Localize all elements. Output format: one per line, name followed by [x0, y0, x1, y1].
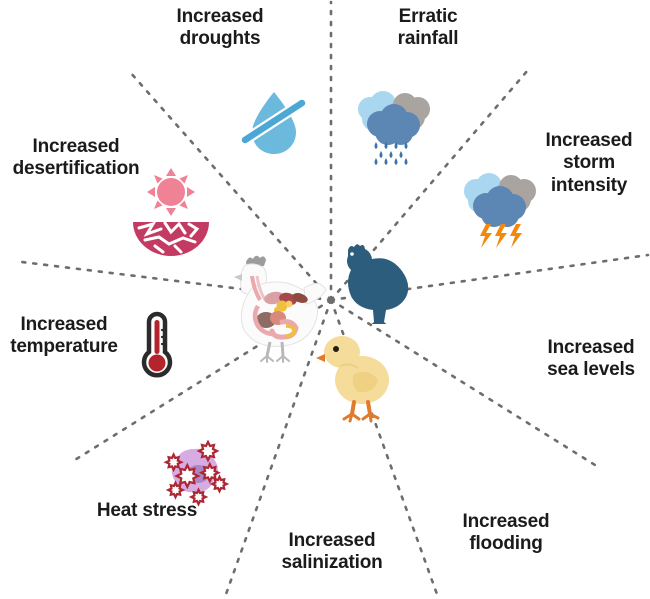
chick-illustration [316, 336, 389, 423]
spoke-bottom-left [223, 298, 333, 599]
stressed-cell-icon [163, 439, 230, 507]
label-salinization: Increased salinization [281, 530, 383, 574]
label-temperature: Increased temperature [10, 314, 118, 358]
desert-sun-icon [133, 168, 209, 256]
thunderstorm-cloud-icon [464, 173, 536, 248]
label-droughts: Increased droughts [176, 6, 264, 50]
spoke-upper-left [128, 70, 333, 302]
spoke-left [20, 260, 333, 302]
label-sea-levels: Increased sea levels [547, 337, 635, 381]
spoke-right [329, 253, 650, 302]
label-desertification: Increased desertification [12, 136, 140, 180]
spoke-lower-left [68, 298, 333, 465]
anatomical-hen-illustration [234, 255, 327, 363]
spoke-bottom-right [329, 298, 440, 599]
rain-cloud-icon [358, 91, 430, 165]
hen-silhouette-illustration [347, 244, 409, 324]
spoke-lower-right [329, 298, 597, 467]
label-flooding: Increased flooding [462, 511, 550, 555]
thermometer-icon [141, 311, 173, 378]
water-drop-slash-icon [239, 92, 308, 154]
label-heat-stress: Heat stress [96, 500, 198, 521]
label-storm-intensity: Increased storm intensity [545, 130, 633, 196]
label-erratic-rainfall: Erratic rainfall [397, 6, 459, 50]
spoke-upper-right [329, 68, 530, 302]
